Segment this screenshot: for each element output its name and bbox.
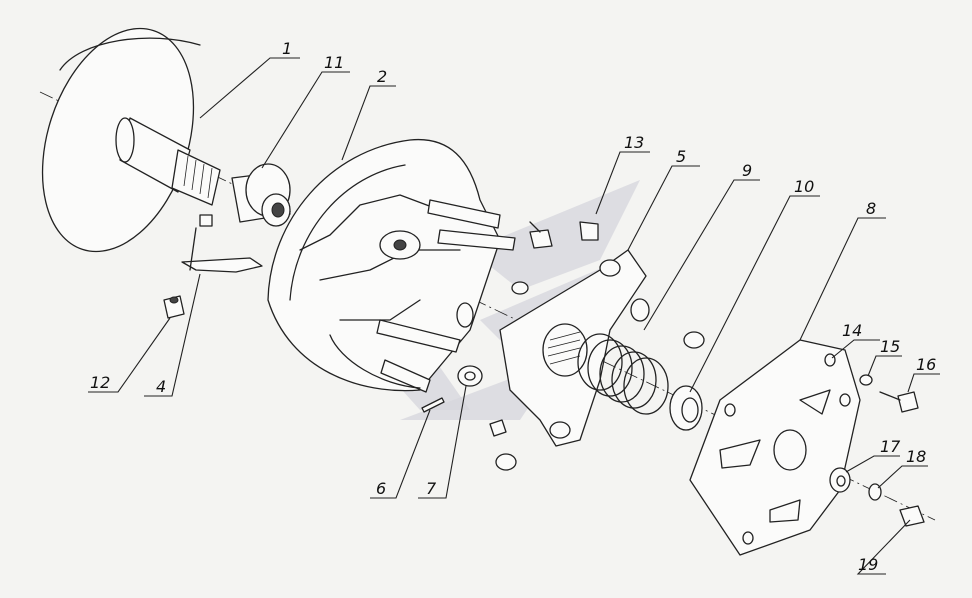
part-12-nut [163,295,185,319]
part-9-spring [577,333,669,415]
label-9: 9 [742,161,752,180]
label-7: 7 [426,479,437,498]
label-18: 18 [906,447,926,466]
label-6: 6 [376,479,386,498]
label-10: 10 [794,177,814,196]
label-13: 13 [624,133,644,152]
part-16-bolt [879,391,919,413]
leader-lines [88,57,940,575]
label-5: 5 [676,147,686,166]
part-bolt-left [489,419,517,471]
part-8-cover [689,339,861,556]
label-16: 16 [916,355,936,374]
part-4-lever [181,214,263,273]
part-2-movable-sheave [267,138,516,393]
label-12: 12 [90,373,110,392]
part-19-bolt [899,505,925,527]
part-15-washer [859,374,873,386]
part-7-washer [457,365,483,387]
label-11: 11 [324,53,344,72]
part-11-bushing [231,163,291,227]
label-17: 17 [880,437,901,456]
part-5-spider [499,249,650,447]
label-4: 4 [156,377,166,396]
label-2: 2 [377,67,387,86]
label-8: 8 [866,199,876,218]
part-13-screws [511,221,599,295]
label-15: 15 [880,337,900,356]
part-17-washer [829,467,851,493]
part-10-ring [669,331,705,431]
label-19: 19 [858,555,878,574]
part-labels: 1 2 4 5 6 7 8 9 10 11 12 13 14 15 16 17 … [90,39,936,574]
label-14: 14 [842,321,862,340]
label-1: 1 [282,39,292,58]
part-6-pin [421,397,445,413]
part-1-fixed-sheave [41,27,221,253]
